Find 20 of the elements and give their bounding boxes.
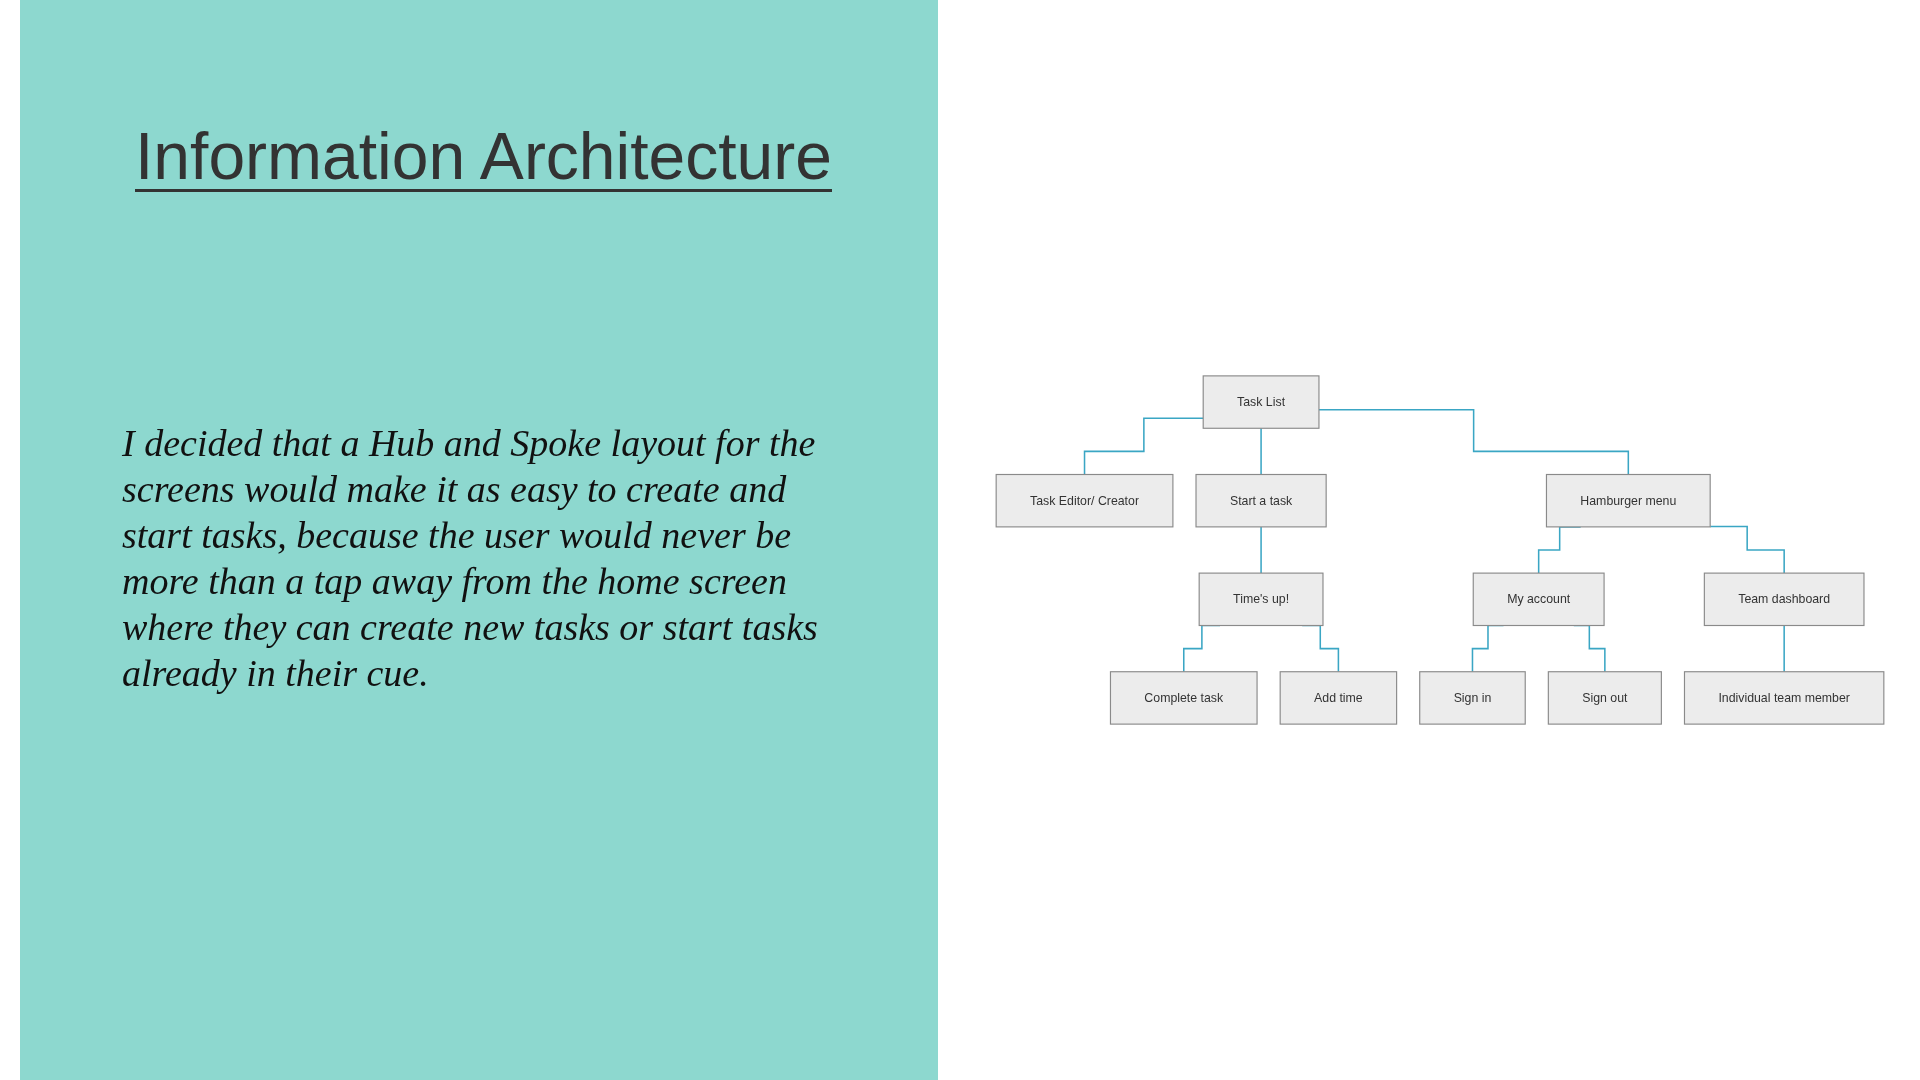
description-paragraph: I decided that a Hub and Spoke layout for the screens would make it as easy to create and start tasks, because the user would never be more than a tap away from the home screen where they can create new tasks or start tasks already in their cue.	[122, 421, 819, 696]
node-box: Individual team member	[1683, 671, 1885, 725]
node-box: My account	[1472, 572, 1605, 627]
slide-title: Information Architecture	[135, 118, 832, 194]
node-box: Add time	[1279, 671, 1398, 725]
connector	[1709, 525, 1785, 574]
node-box: Sign out	[1547, 671, 1662, 725]
node-box: Team dashboard	[1703, 572, 1865, 627]
connector	[1783, 624, 1785, 673]
connector	[1083, 417, 1204, 476]
node-box: Sign in	[1419, 671, 1526, 725]
node-box: Hamburger menu	[1545, 473, 1711, 528]
connector	[1260, 526, 1262, 574]
node-box: Start a task	[1195, 473, 1327, 528]
node-box: Complete task	[1109, 671, 1258, 725]
connector	[1318, 409, 1630, 476]
node-box: Task Editor/ Creator	[995, 473, 1174, 528]
node-box: Task List	[1202, 375, 1320, 429]
connector	[1260, 427, 1262, 476]
node-box: Time's up!	[1198, 572, 1324, 627]
